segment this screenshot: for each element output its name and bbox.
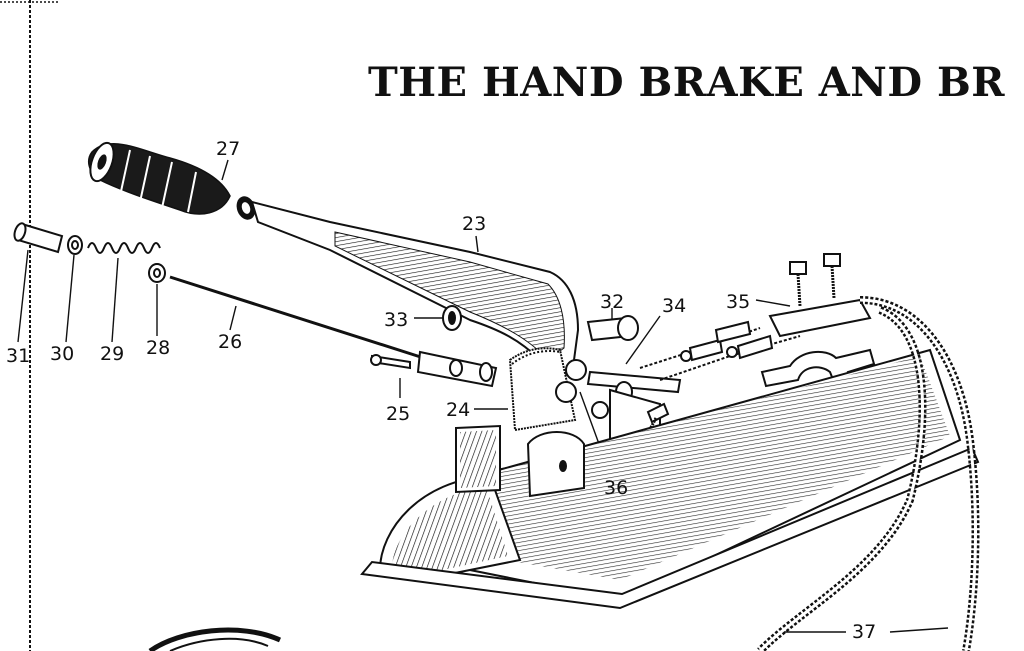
callout-33: 33 — [384, 309, 408, 331]
callout-36: 36 — [604, 477, 628, 499]
callout-23: 23 — [462, 213, 486, 235]
part-26-push-rod — [169, 275, 431, 362]
part-31-cap — [13, 222, 64, 343]
callout-28: 28 — [146, 337, 170, 359]
part-27-grip — [87, 141, 231, 215]
callout-31: 31 — [6, 345, 30, 367]
callout-25: 25 — [386, 403, 410, 425]
part-33-bush — [414, 305, 462, 331]
part-37-cables — [757, 296, 980, 651]
callout-29: 29 — [100, 343, 124, 365]
callout-32: 32 — [600, 291, 624, 313]
part-35-bracket — [755, 253, 872, 338]
part-25-clevis — [370, 350, 498, 398]
callout-37: 37 — [852, 621, 876, 643]
page-border-left — [0, 0, 60, 651]
tunnel-channel — [360, 348, 980, 610]
part-36-pivot — [555, 359, 611, 475]
part-32-pin — [586, 308, 639, 342]
callout-27: 27 — [216, 138, 240, 160]
callout-34: 34 — [662, 295, 686, 317]
callout-labels: 27 23 32 34 35 33 26 31 30 29 28 25 24 3… — [6, 138, 876, 643]
callout-26: 26 — [218, 331, 242, 353]
part-28-washer — [148, 263, 166, 336]
part-30-washer — [65, 235, 83, 343]
partial-component-bottom — [148, 627, 282, 651]
callout-24: 24 — [446, 399, 470, 421]
callout-35: 35 — [726, 291, 750, 313]
diagram-title: THE HAND BRAKE AND BR — [368, 59, 1005, 106]
part-29-spring — [87, 242, 161, 343]
callout-30: 30 — [50, 343, 74, 365]
